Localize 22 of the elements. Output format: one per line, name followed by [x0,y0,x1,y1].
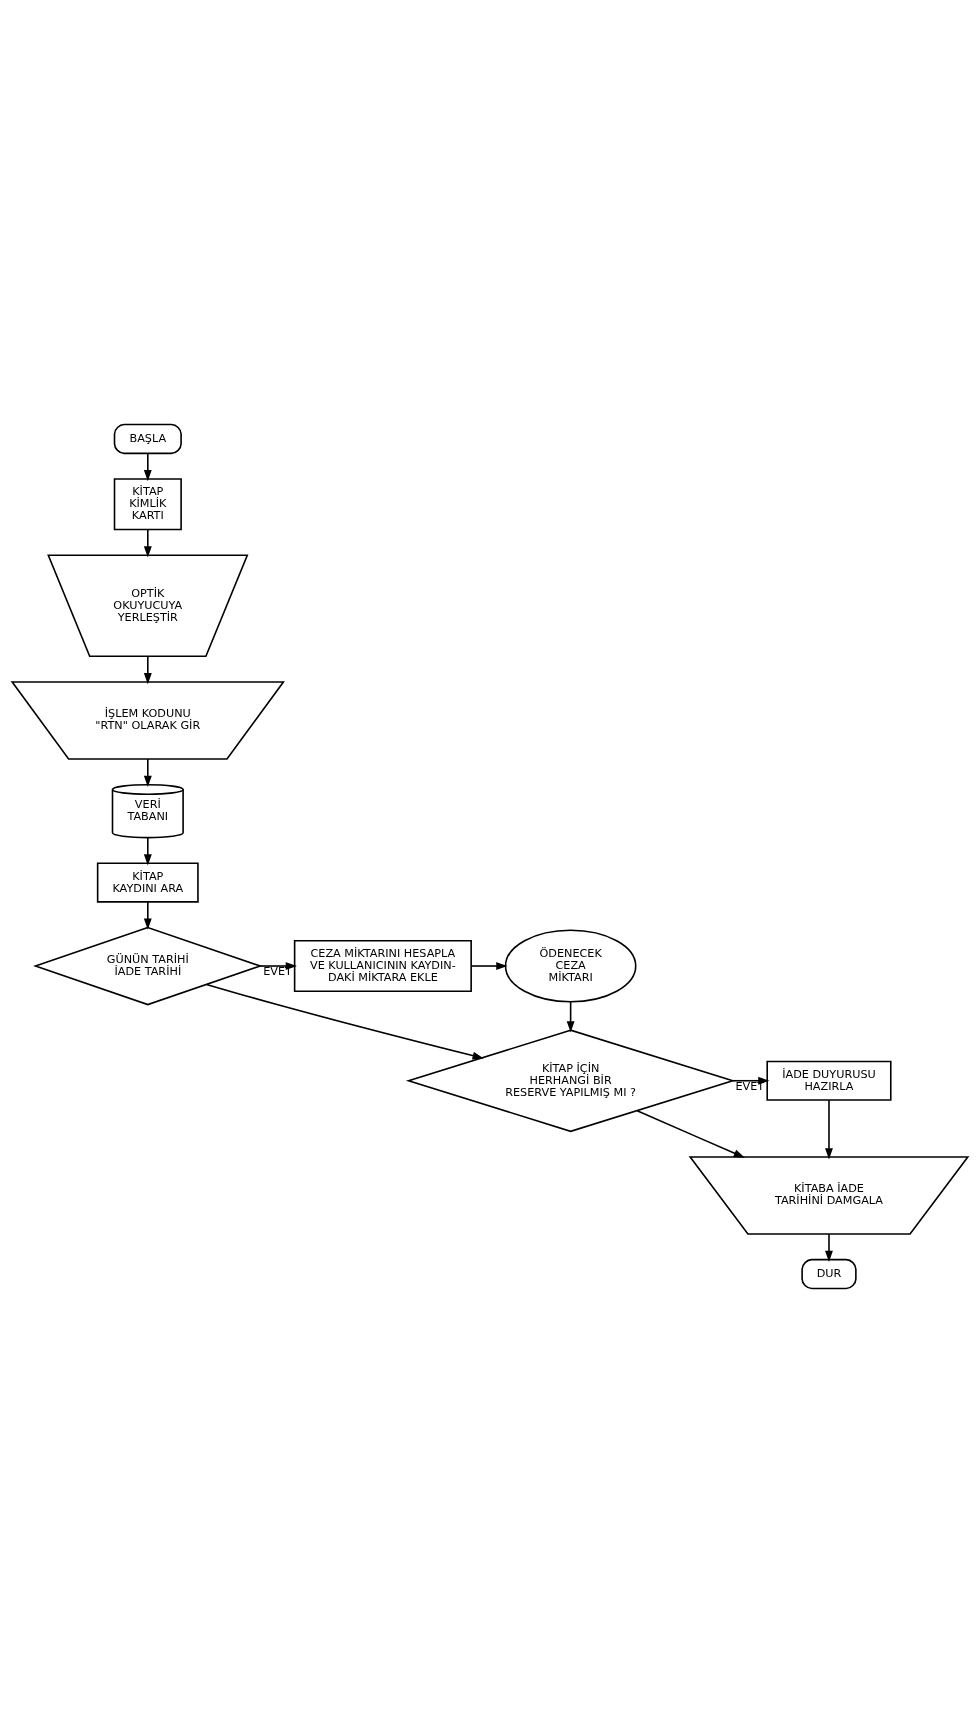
node-box: CEZA MİKTARINI HESAPLA VE KULLANICININ KAYDIN- DAKİ MİKTARA EKLE [293,939,472,993]
arrow [731,1076,769,1085]
arrow [824,1233,833,1263]
arrow [143,528,152,558]
arrow [205,983,484,1060]
arrow [143,655,152,685]
arrow [469,962,507,970]
arrow [143,452,152,482]
arrow [143,837,152,866]
arrow [824,1099,833,1160]
node-box: BAŞLA [113,423,182,455]
node-diamond: KİTAP İÇİN HERHANGİ BİR RESERVE YAPILMIŞ MI ? [405,1029,735,1133]
node-box: DUR [800,1258,857,1290]
node-diamond: GÜNÜN TARİHİ İADE TARİHİ [32,926,263,1006]
node-box: KİTAP KAYDINI ARA [96,862,199,903]
node-ellipse: ÖDENECEK CEZA MİKTARI [504,929,637,1003]
node-box: İADE DUYURUSU HAZIRLA [765,1060,892,1101]
arrow [143,901,152,930]
arrow [635,1109,745,1158]
arrow [566,1001,575,1033]
node-box: KİTAP KİMLİK KARTI [113,478,182,531]
arrow [143,758,152,788]
